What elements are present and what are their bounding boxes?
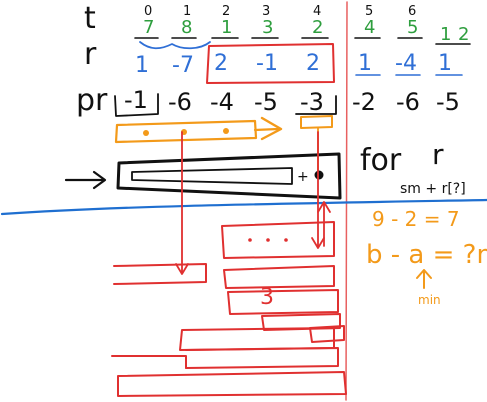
pr-value: -5 (436, 88, 460, 116)
pr-row-label: pr (76, 83, 108, 118)
filled-dot-icon (314, 170, 324, 180)
r-values: 1 -7 2 -1 2 1 -4 1 (135, 51, 452, 78)
min-label: min (418, 293, 441, 307)
filled-dot-icon (248, 238, 252, 242)
deque-inner (131, 167, 293, 185)
filled-dot-icon (266, 238, 270, 242)
red-box (227, 289, 339, 315)
filled-dot-icon (223, 128, 229, 134)
right-arrow-icon (260, 116, 283, 141)
t-value: 8 (181, 17, 192, 38)
red-connector (311, 131, 325, 249)
up-arrow-icon (416, 269, 432, 289)
horizontal-divider (0, 198, 487, 216)
r-value: 2 (306, 51, 320, 76)
r-value: -7 (172, 53, 194, 78)
pr-value: -4 (210, 88, 234, 116)
red-box (221, 221, 335, 259)
pr-value: -1 (124, 86, 148, 114)
r-value: -4 (395, 51, 417, 76)
pr-bracket-right (295, 95, 337, 115)
for-label: for (360, 143, 402, 178)
t-underlines (134, 37, 471, 45)
t-indices: 0 1 2 3 4 5 6 (144, 4, 416, 19)
red-box (261, 313, 341, 331)
pr-value: -6 (396, 88, 420, 116)
filled-dot-icon (143, 130, 149, 136)
red-connector (175, 131, 189, 275)
t-value: 3 (262, 17, 273, 38)
t-value: 7 (143, 17, 154, 38)
t-index: 1 (183, 4, 191, 19)
r-row-label: r (84, 37, 97, 72)
red-box (223, 265, 335, 289)
t-value: 5 (407, 17, 418, 38)
t-index: 3 (262, 4, 270, 19)
red-connector (317, 201, 331, 247)
t-row-label: t (84, 1, 96, 36)
orange-marker-box (300, 115, 333, 129)
right-arrow-icon (64, 170, 107, 190)
pr-value: -3 (300, 88, 324, 116)
red-bar (111, 355, 187, 369)
t-index: 5 (365, 4, 373, 19)
orange-marks (143, 128, 229, 136)
t-value: 2 (312, 17, 323, 38)
calc-line-1: 9 - 2 = 7 (372, 207, 460, 231)
t-value: 4 (364, 17, 375, 38)
three-label: 3 (260, 285, 274, 310)
formula-label: sm + r[?] (400, 181, 466, 197)
deque-box (116, 152, 342, 200)
pr-value: -6 (168, 88, 192, 116)
red-bar (113, 263, 207, 285)
r-label: r (432, 138, 444, 171)
t-index: 6 (408, 4, 416, 19)
red-box (309, 325, 345, 343)
calc-line-2: b - a = ?max (366, 240, 487, 270)
window-box (206, 43, 335, 84)
filled-dot-icon (284, 238, 288, 242)
r-value: 2 (214, 51, 228, 76)
pr-values: -1 -6 -4 -5 -3 -2 -6 -5 (124, 86, 460, 116)
t-index: 0 (144, 4, 152, 19)
pr-value: -5 (254, 88, 278, 116)
t-values: 7 8 1 3 2 4 5 1 2 (143, 17, 469, 45)
r-value: 1 (438, 51, 452, 76)
t-value: 1 (221, 17, 232, 38)
orange-bar (114, 119, 258, 144)
vertical-divider (345, 1, 348, 401)
t-value: 1 (440, 24, 451, 45)
t-index: 4 (313, 4, 321, 19)
plus-sign: + (297, 169, 309, 185)
red-bar (185, 347, 339, 369)
red-bar (117, 371, 347, 397)
r-value: 1 (135, 53, 149, 78)
r-value: 1 (358, 51, 372, 76)
red-dots (248, 238, 288, 242)
t-index: 2 (222, 4, 230, 19)
r-value: -1 (256, 51, 278, 76)
pr-value: -2 (352, 88, 376, 116)
pr-bracket (114, 93, 159, 117)
blue-brace (139, 41, 211, 50)
orange-bar-extension (253, 127, 280, 132)
t-value: 2 (458, 24, 469, 45)
